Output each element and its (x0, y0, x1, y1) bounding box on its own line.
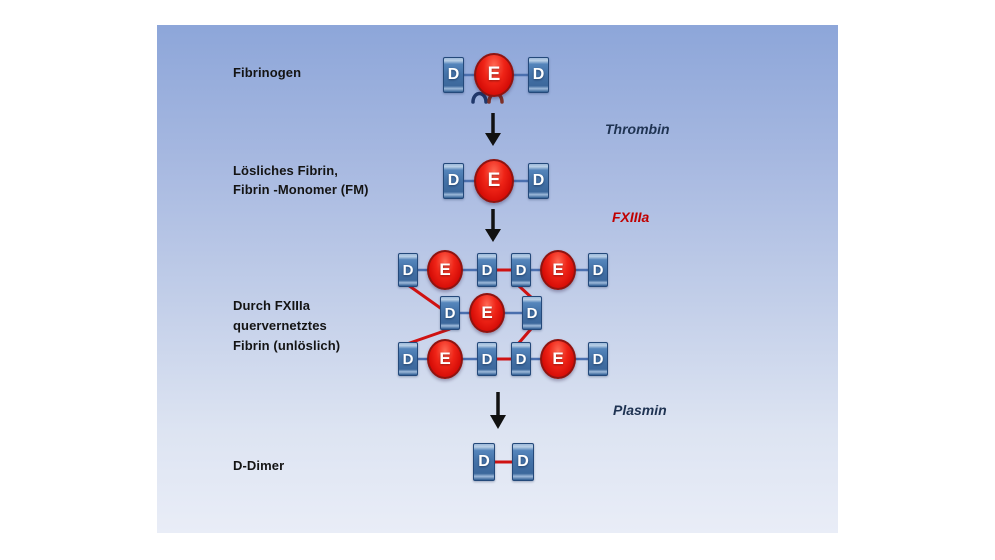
thrombin-arrow-icon (485, 113, 501, 146)
e-domain: E (427, 339, 463, 379)
d-domain: D (522, 296, 542, 330)
soluble-fibrin-line2: Fibrin -Monomer (FM) (233, 182, 369, 197)
e-domain: E (474, 53, 514, 97)
fibrinopeptide-a-arc-icon (471, 91, 488, 104)
e-domain: E (474, 159, 514, 203)
crosslinked-line2: quervernetztes (233, 318, 327, 333)
d-domain: D (473, 443, 495, 481)
e-domain: E (540, 339, 576, 379)
crosslink-diagonal (407, 283, 447, 314)
fibrinogen-label: Fibrinogen (233, 65, 302, 80)
crosslinked-fibrin-label: Durch FXIIIa quervernetztes Fibrin (unlö… (233, 296, 340, 356)
d-domain: D (477, 342, 497, 376)
diagram-panel: Fibrinogen Lösliches Fibrin, Fibrin -Mon… (157, 25, 838, 533)
d-domain: D (588, 342, 608, 376)
d-domain: D (443, 57, 464, 93)
d-domain: D (398, 253, 418, 287)
e-domain: E (427, 250, 463, 290)
e-domain: E (469, 293, 505, 333)
d-domain: D (511, 253, 531, 287)
fxiiia-arrow-icon (485, 209, 501, 242)
crosslinked-line3: Fibrin (unlöslich) (233, 338, 341, 353)
thrombin-label: Thrombin (605, 121, 670, 137)
crosslinked-line1: Durch FXIIIa (233, 298, 311, 313)
plasmin-label: Plasmin (613, 402, 667, 418)
d-domain: D (528, 57, 549, 93)
fxiiia-label: FXIIIa (612, 209, 650, 225)
d-domain: D (477, 253, 497, 287)
d-domain: D (398, 342, 418, 376)
e-domain: E (540, 250, 576, 290)
plasmin-arrow-icon (490, 392, 506, 429)
d-domain: D (440, 296, 460, 330)
crosslink-diagonal (516, 328, 533, 345)
d-domain: D (588, 253, 608, 287)
d-domain: D (511, 342, 531, 376)
d-domain: D (528, 163, 549, 199)
d-domain: D (443, 163, 464, 199)
soluble-fibrin-line1: Lösliches Fibrin, (233, 163, 338, 178)
soluble-fibrin-label: Lösliches Fibrin, Fibrin -Monomer (FM) (233, 161, 369, 199)
d-domain: D (512, 443, 534, 481)
ddimer-label: D-Dimer (233, 458, 285, 473)
